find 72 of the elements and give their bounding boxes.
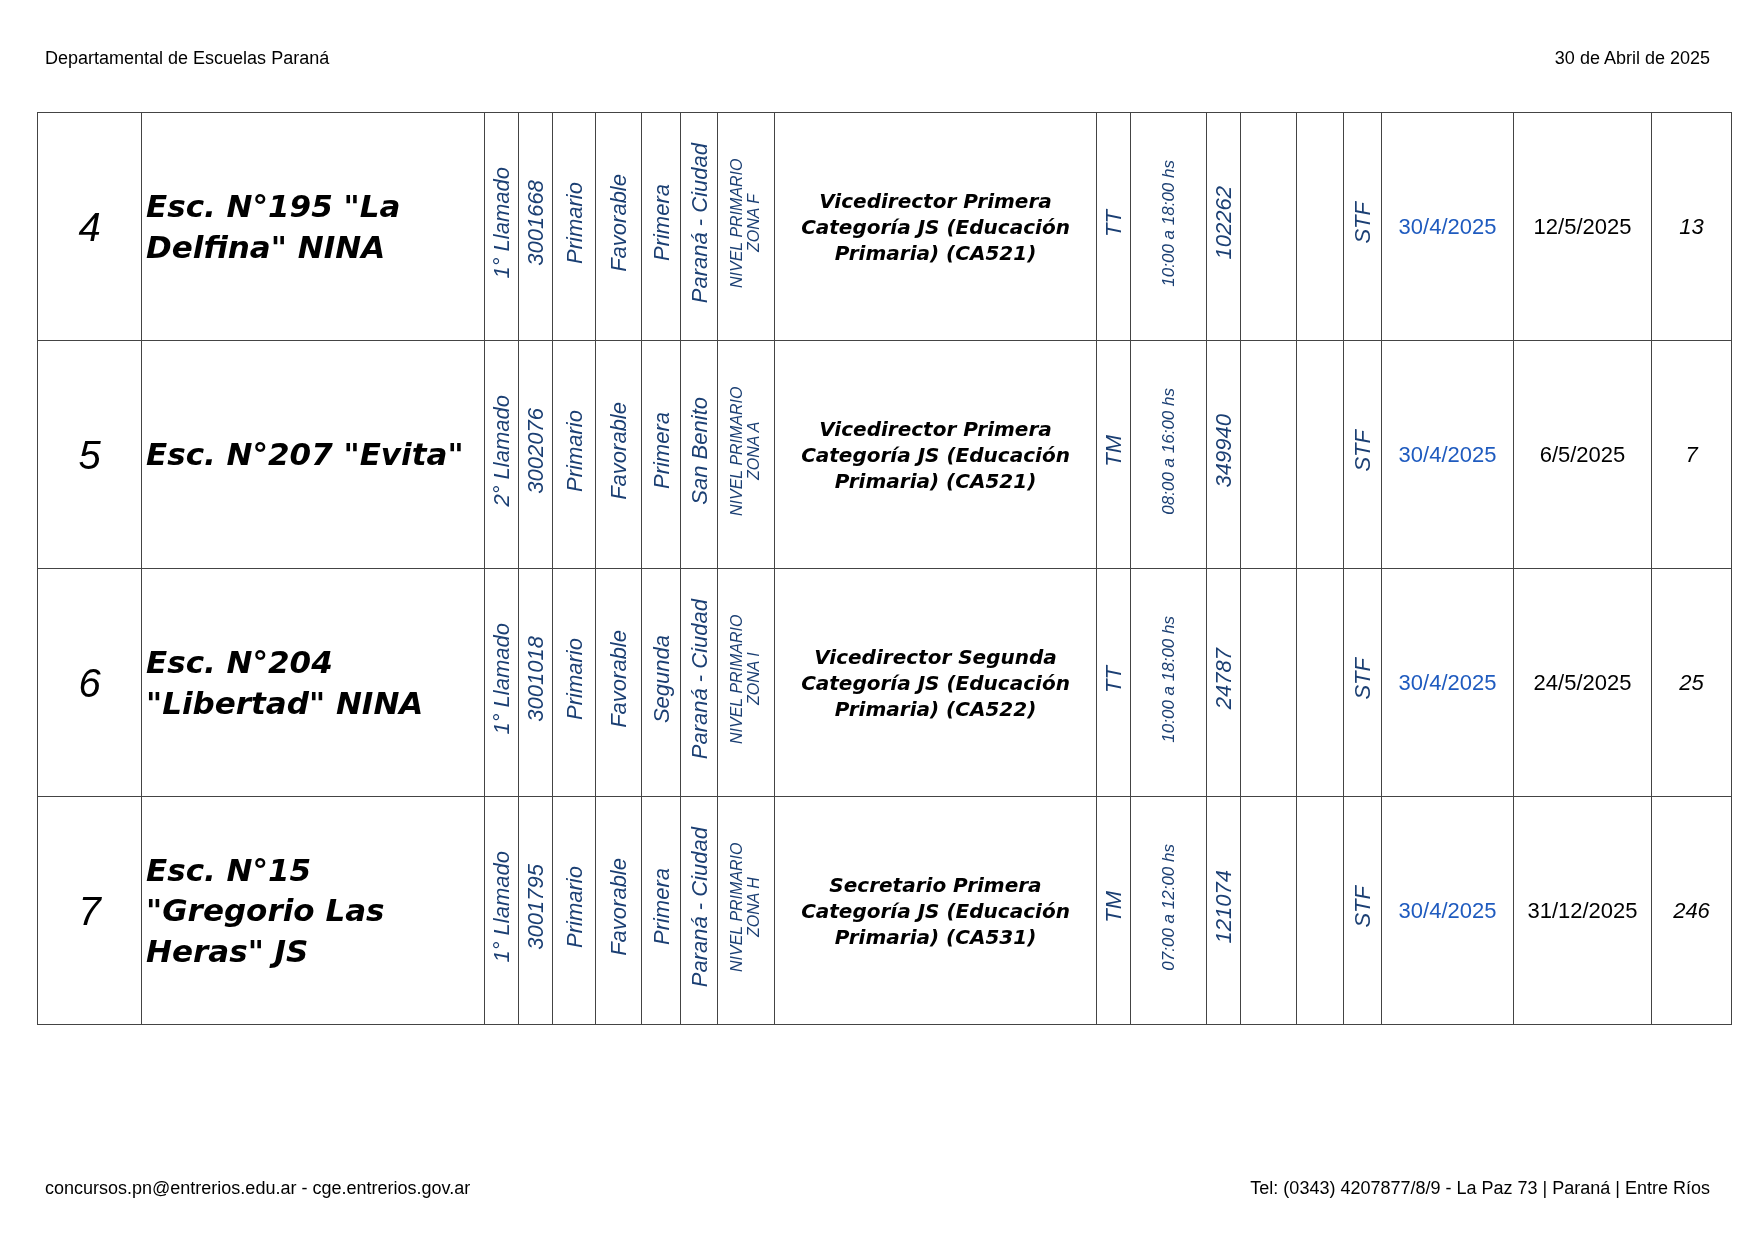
days-number: 13 [1679, 214, 1704, 239]
status-code: STF [1349, 202, 1376, 244]
school-name: Esc. N°195 "La Delfina" NINA [145, 187, 402, 267]
row-number: 7 [78, 888, 101, 933]
locality-text: Paraná - Ciudad [685, 826, 713, 988]
category-text: Primera [647, 184, 675, 262]
status-text: Favorable [605, 174, 632, 272]
position-title: Secretario Primera Categoría JS (Educación Primaria) (CA531) [800, 871, 1071, 950]
id-number: 102262 [1210, 186, 1237, 260]
zone-text: NIVEL PRIMARIO ZONA A [729, 385, 763, 518]
level-text: Primario [560, 866, 588, 948]
code-number: 3001795 [522, 864, 549, 950]
shift-text: TT [1100, 665, 1127, 693]
date-text: 12/5/2025 [1533, 214, 1632, 239]
locality-text: San Benito [685, 397, 713, 505]
zone-text: NIVEL PRIMARIO ZONA I [729, 613, 763, 746]
zone-text: NIVEL PRIMARIO ZONA F [729, 157, 763, 290]
status-code: STF [1349, 430, 1376, 472]
id-number: 24787 [1210, 648, 1237, 710]
call-number: 1° Llamado [488, 851, 515, 963]
call-number: 2° Llamado [488, 395, 515, 507]
header-text: Departamental de Escuelas Paraná [45, 47, 330, 70]
date-text: 24/5/2025 [1533, 670, 1632, 695]
position-title: Vicedirector Primera Categoría JS (Educación Primaria) (CA521) [800, 187, 1071, 266]
call-number: 1° Llamado [488, 623, 515, 735]
call-number: 1° Llamado [488, 167, 515, 279]
shift-text: TM [1100, 891, 1127, 923]
status-code: STF [1349, 658, 1376, 700]
date-text: 30/4/2025 [1398, 442, 1497, 467]
category-text: Segunda [647, 634, 675, 724]
date-text: 30/4/2025 [1398, 898, 1497, 923]
date-text: 30/4/2025 [1398, 214, 1497, 239]
school-name: Esc. N°207 "Evita" [145, 435, 465, 475]
shift-text: TT [1100, 209, 1127, 237]
locality-text: Paraná - Ciudad [685, 598, 713, 760]
level-text: Primario [560, 410, 588, 492]
date-text: 31/12/2025 [1527, 898, 1638, 923]
days-number: 25 [1679, 670, 1704, 695]
schedule-text: 10:00 a 18:00 hs [1157, 615, 1179, 743]
id-number: 349940 [1210, 414, 1237, 488]
footer-address: Tel: (0343) 4207877/8/9 - La Paz 73 | Paraná | Entre Ríos [1250, 1177, 1710, 1200]
school-name: Esc. N°15 "Gregorio Las Heras" JS [145, 851, 386, 971]
position-title: Vicedirector Segunda Categoría JS (Educación Primaria) (CA522) [800, 643, 1071, 722]
status-text: Favorable [605, 858, 632, 956]
status-text: Favorable [605, 630, 632, 728]
row-number: 4 [78, 204, 101, 249]
code-number: 3002076 [522, 408, 549, 494]
shift-text: TM [1100, 435, 1127, 467]
locality-text: Paraná - Ciudad [685, 142, 713, 304]
category-text: Primera [647, 412, 675, 490]
date-text: 6/5/2025 [1539, 442, 1626, 467]
row-number: 6 [78, 660, 101, 705]
level-text: Primario [560, 182, 588, 264]
status-text: Favorable [605, 402, 632, 500]
id-number: 121074 [1210, 870, 1237, 944]
position-title: Vicedirector Primera Categoría JS (Educación Primaria) (CA521) [800, 415, 1071, 494]
schedule-text: 08:00 a 16:00 hs [1157, 387, 1179, 515]
schedule-text: 07:00 a 12:00 hs [1157, 843, 1179, 971]
code-number: 3001018 [522, 636, 549, 722]
row-number: 5 [78, 432, 101, 477]
days-number: 246 [1673, 898, 1710, 923]
level-text: Primario [560, 638, 588, 720]
status-code: STF [1349, 886, 1376, 928]
code-number: 3001668 [522, 180, 549, 266]
category-text: Primera [647, 868, 675, 946]
header-date: 30 de Abril de 2025 [1554, 47, 1710, 70]
days-number: 7 [1685, 442, 1698, 467]
footer-contact: concursos.pn@entrerios.edu.ar - cge.entrerios.gov.ar [45, 1177, 471, 1200]
zone-text: NIVEL PRIMARIO ZONA H [729, 841, 763, 974]
schedule-text: 10:00 a 18:00 hs [1157, 159, 1179, 287]
date-text: 30/4/2025 [1398, 670, 1497, 695]
school-name: Esc. N°204 "Libertad" NINA [145, 643, 425, 723]
